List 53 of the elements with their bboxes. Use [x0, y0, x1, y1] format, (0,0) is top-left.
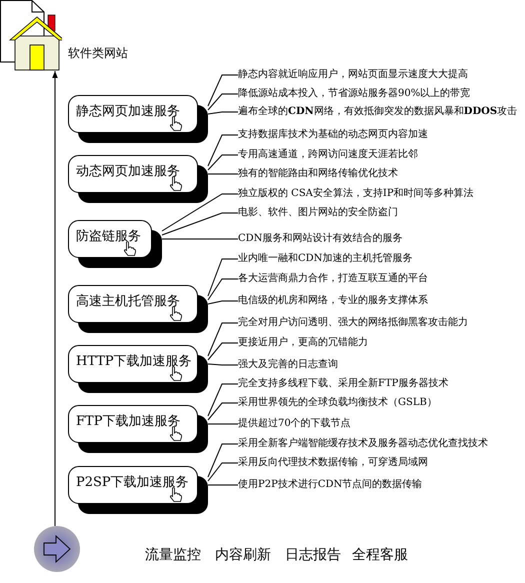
- service-box: P2SP下载加速服务: [68, 466, 198, 504]
- leader-line: [162, 212, 238, 236]
- feature-text: 遍布全球的CDN网络，有效抵御突发的数据风暴和DDOS攻击: [238, 105, 518, 119]
- service-box: 高速主机托管服务: [68, 285, 198, 323]
- leader-line: [208, 364, 238, 366]
- feature-text: 强大及完善的日志查询: [238, 358, 338, 372]
- arrow: [52, 70, 58, 526]
- feature-text: 静态内容就近响应用户，网站页面显示速度大大提高: [238, 68, 468, 82]
- feature-text: 采用反向代理技术数据传输，可穿透局域网: [238, 456, 428, 470]
- feature-text: 独有的智能路由和网络传输优化技术: [238, 167, 398, 181]
- service-label: 流量监控: [145, 546, 201, 564]
- feature-text: CDN服务和网站设计有效结合的服务: [238, 232, 402, 246]
- leader-line: [208, 384, 238, 416]
- leader-line: [208, 134, 238, 166]
- service-label: 内容刷新: [215, 546, 271, 564]
- feature-text: 更接近用户，更高的冗错能力: [238, 336, 368, 350]
- feature-text: 提供超过70个的下载节点: [238, 417, 351, 431]
- leader-line: [208, 462, 238, 482]
- leader-line: [208, 322, 238, 356]
- leader-line: [208, 444, 238, 478]
- feature-text: 采用世界领先的全球负载均衡技术（GSLB）: [238, 396, 437, 410]
- service-box: 动态网页加速服务: [68, 155, 198, 193]
- leader-line: [208, 74, 238, 106]
- leader-line: [162, 238, 238, 240]
- service-label: 日志报告: [285, 546, 341, 564]
- service-box: HTTP下载加速服务: [68, 345, 198, 383]
- leader-line: [208, 402, 238, 420]
- feature-text: 采用全新客户端智能缓存技术及服务器动态优化查找技术: [238, 437, 488, 451]
- feature-text: 完全支持多线程下载、采用全新FTP服务器技术: [238, 377, 448, 391]
- feature-text: 支持数据库技术为基础的动态网页内容加速: [238, 128, 428, 142]
- feature-text: 电影、软件、图片网站的安全防盗门: [238, 206, 398, 220]
- leader-line: [162, 194, 238, 232]
- leader-line: [208, 342, 238, 360]
- service-box: 防盗链服务: [68, 220, 152, 258]
- feature-text: 各大运营商鼎力合作，打造互联互通的平台: [238, 272, 428, 286]
- feature-text: 完全对用户访问透明、强大的网络抵御黑客攻击能力: [238, 316, 468, 330]
- service-label: 全程客服: [352, 546, 408, 564]
- leader-line: [208, 484, 238, 486]
- feature-text: 使用P2P技术进行CDN节点间的数据传输: [238, 478, 422, 492]
- site-label: 软件类网站: [68, 45, 128, 62]
- feature-text: 电信级的机房和网络，专业的服务支撑体系: [238, 294, 428, 308]
- leader-line: [208, 154, 238, 170]
- leader-line: [208, 94, 238, 110]
- feature-text: 专用高速通道，跨网访问速度天涯若比邻: [238, 148, 418, 162]
- service-box: 静态网页加速服务: [68, 95, 198, 133]
- leader-line: [208, 300, 238, 304]
- feature-text: 业内唯一融和CDN加速的主机托管服务: [238, 252, 412, 266]
- leader-line: [208, 278, 238, 300]
- leader-line: [208, 112, 238, 114]
- feature-text: 降低源站成本投入，节省源站服务器90%以上的带宽: [238, 87, 470, 101]
- feature-text: 独立版权的 CSA安全算法，支持IP和时间等多种算法: [238, 187, 474, 201]
- service-box: FTP下载加速服务: [68, 405, 198, 443]
- leader-line: [208, 258, 238, 296]
